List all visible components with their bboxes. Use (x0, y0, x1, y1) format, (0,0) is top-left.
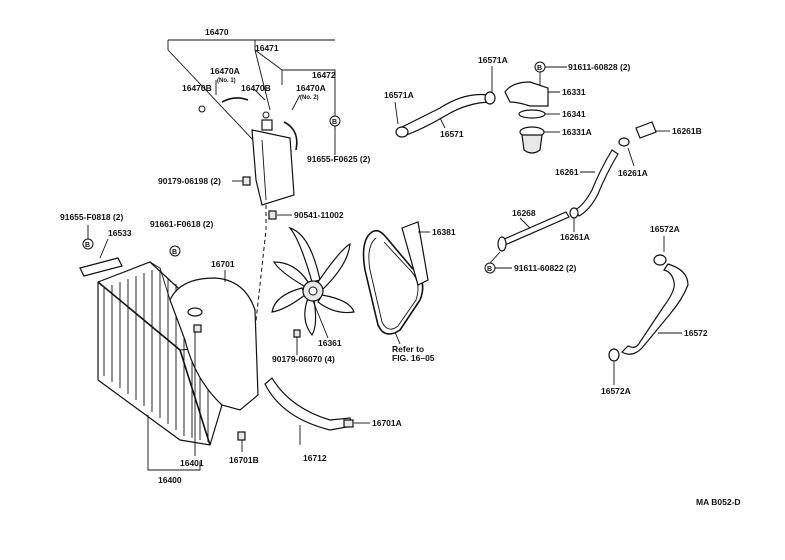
cushion-icon (268, 210, 277, 220)
label-16572: 16572 (684, 328, 708, 338)
fitting-16261B (635, 121, 657, 139)
label-16571A-left: 16571A (384, 90, 414, 100)
pipe-flange-icon (497, 236, 507, 252)
hose-clamp-icon (569, 207, 579, 219)
radiator-group: 91655-F0818 (2) 91661-F0618 (2) B B 1653… (60, 212, 259, 485)
radiator-cap-icon (187, 307, 203, 317)
diagram-code: MA B052-D (696, 497, 741, 507)
label-16268: 16268 (512, 208, 536, 218)
label-91655-F0625: 91655-F0625 (2) (307, 154, 370, 164)
label-16341: 16341 (562, 109, 586, 119)
nut-icon (242, 176, 251, 186)
label-16261B: 16261B (672, 126, 702, 136)
gasket-16341 (518, 109, 546, 119)
hose-clamp-icon (395, 126, 409, 138)
upper-hose-group: 16571A 16571A 16571 B 91611-60828 (2) 16… (384, 55, 631, 154)
fan-16361 (271, 226, 355, 337)
svg-text:B: B (487, 266, 492, 273)
label-16381: 16381 (432, 227, 456, 237)
label-90179-06198: 90179-06198 (2) (158, 176, 221, 186)
clip-16701B-icon (237, 431, 246, 441)
label-16571A-top: 16571A (478, 55, 508, 65)
note-no2: (No. 2) (300, 95, 319, 101)
label-16331A: 16331A (562, 127, 592, 137)
hose-clamp-icon (484, 91, 496, 105)
svg-text:B: B (537, 65, 542, 72)
label-16331: 16331 (562, 87, 586, 97)
label-16572A-top: 16572A (650, 224, 680, 234)
refer-line2: FIG. 16–05 (392, 353, 435, 363)
label-16400: 16400 (158, 475, 182, 485)
hose-clip-icon (262, 111, 270, 119)
label-16572A-bot: 16572A (601, 386, 631, 396)
clip-16701A-icon (343, 419, 354, 428)
drain-plug-icon (193, 324, 202, 333)
label-16701A: 16701A (372, 418, 402, 428)
label-16533: 16533 (108, 228, 132, 238)
water-outlet-16331 (504, 81, 549, 107)
label-16261: 16261 (555, 167, 579, 177)
label-16712: 16712 (303, 453, 327, 463)
label-16470B-a: 16470B (182, 83, 212, 93)
overflow-hose-16472 (283, 121, 298, 151)
lower-hose-group: 16572A 16572 16572A (601, 224, 708, 396)
label-16361: 16361 (318, 338, 342, 348)
label-16261A-b: 16261A (560, 232, 590, 242)
label-16261A-a: 16261A (618, 168, 648, 178)
belt-guard-16381 (401, 221, 429, 286)
label-16470A-no2: 16470A (296, 83, 326, 93)
label-91655-F0818: 91655-F0818 (2) (60, 212, 123, 222)
label-91611-60822: 91611-60822 (2) (514, 263, 577, 273)
label-16401: 16401 (180, 458, 204, 468)
small-hose-16470B (221, 97, 249, 103)
note-no1: (No. 1) (217, 78, 236, 84)
fan-belt-group: 16361 90179-06070 (4) Refer to FIG. 16–0… (264, 221, 456, 463)
reservoir-cap-icon (261, 119, 273, 131)
label-16470B-b: 16470B (241, 83, 271, 93)
hose-clamp-icon (618, 137, 630, 147)
label-16701: 16701 (211, 259, 235, 269)
svg-text:B: B (332, 119, 337, 126)
hose-clamp-icon (653, 254, 667, 266)
refer-line1: Refer to (392, 344, 424, 354)
label-16470A-no1: 16470A (210, 66, 240, 76)
label-16571: 16571 (440, 129, 464, 139)
hose-16261 (574, 149, 619, 217)
label-91661-F0618: 91661-F0618 (2) (150, 219, 213, 229)
label-90541-11002: 90541-11002 (294, 210, 344, 220)
reservoir-tank-16470 (251, 129, 295, 206)
hose-clip-icon (198, 105, 206, 113)
fan-bolt-icon (293, 329, 301, 338)
svg-text:B: B (85, 242, 90, 249)
label-16472: 16472 (312, 70, 336, 80)
radiator-support-16533 (79, 257, 123, 277)
hose-clamp-icon (608, 348, 620, 362)
v-belt-loop (362, 229, 424, 335)
bolt-symbol-icon (169, 245, 181, 257)
lower-hose-16572 (621, 263, 689, 355)
bypass-group: 16261B 16261 16261A 16261A 16268 B 91611… (484, 121, 702, 274)
svg-text:B: B (172, 249, 177, 256)
label-16471: 16471 (255, 43, 279, 53)
label-16701B: 16701B (229, 455, 259, 465)
label-16470: 16470 (205, 27, 229, 37)
reservoir-group: 16470 16471 16470A (No. 1) 16470B 16470B… (158, 27, 370, 331)
lower-shroud-16712 (264, 377, 353, 431)
label-91611-60828: 91611-60828 (2) (568, 62, 631, 72)
label-90179-06070: 90179-06070 (4) (272, 354, 335, 364)
